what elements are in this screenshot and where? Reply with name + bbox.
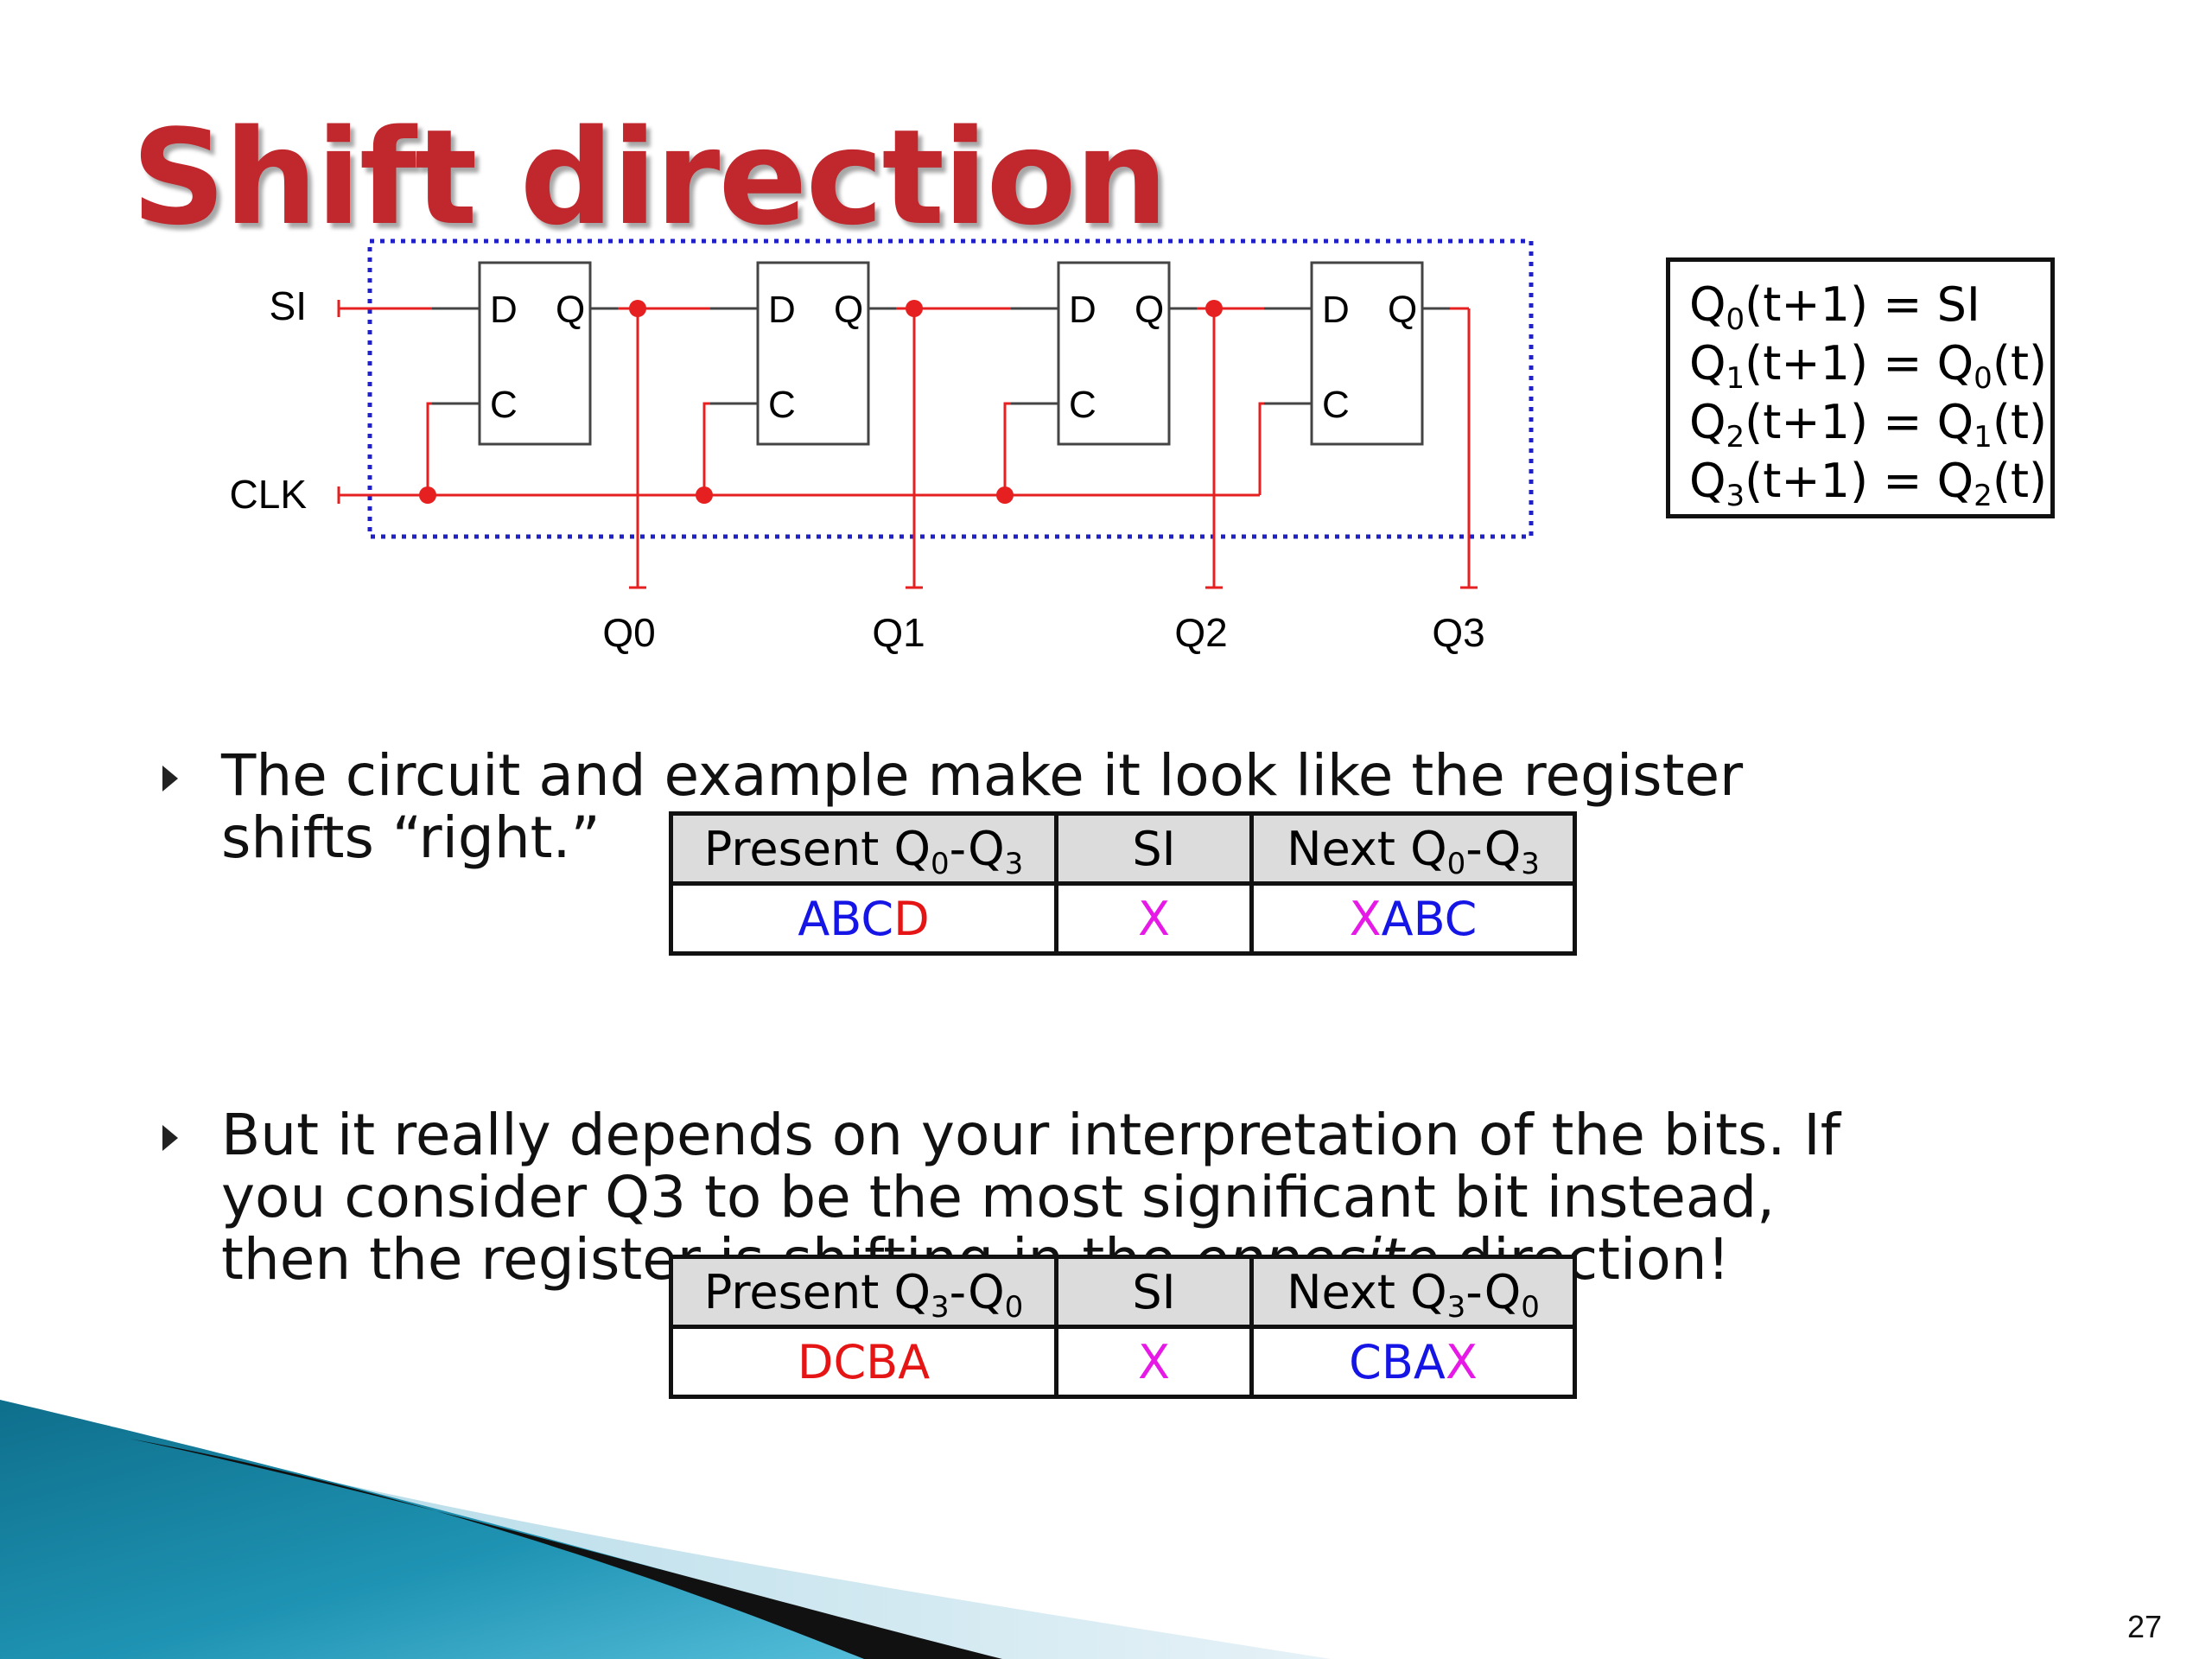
clock-branch-wire <box>1258 402 1312 495</box>
page-title: Shift direction <box>131 101 1168 254</box>
table-cell: X <box>1054 881 1254 956</box>
clock-branch-wire <box>702 402 758 495</box>
equation-line: Q0(t+1) = SI <box>1689 277 1980 337</box>
flipflop-pin-q: Q <box>556 289 585 331</box>
table-cell: X <box>1054 1325 1254 1399</box>
flipflop-pin-c: C <box>490 384 518 426</box>
flipflop-body <box>478 261 592 446</box>
output-label-q1: Q1 <box>872 610 925 655</box>
clk-input-label: CLK <box>230 472 308 517</box>
table-cell: CBAX <box>1249 1325 1577 1399</box>
flipflop-pin-d: D <box>1322 289 1350 331</box>
clk-junction-dot <box>996 486 1014 504</box>
flipflop-pin-c: C <box>1069 384 1096 426</box>
table-header-cell: Present Q0-Q3 <box>669 811 1058 886</box>
table-header-cell: Present Q3-Q0 <box>669 1255 1058 1329</box>
register-dotted-box <box>367 238 1534 539</box>
flipflop-pin-q: Q <box>1388 289 1417 331</box>
bullet-1-line-1: The circuit and example make it look lik… <box>221 742 1744 809</box>
bullet-2-line-2: you consider Q3 to be the most significa… <box>221 1164 1776 1230</box>
table-header-cell: Next Q3-Q0 <box>1249 1255 1577 1329</box>
clock-branch-wire <box>426 402 480 495</box>
table-cell: XABC <box>1249 881 1577 956</box>
flipflop-pin-d: D <box>768 289 796 331</box>
output-label-q2: Q2 <box>1174 610 1227 655</box>
equation-line: Q3(t+1) = Q2(t) <box>1689 454 2048 513</box>
page-number: 27 <box>2127 1609 2163 1644</box>
bullet-arrow-icon <box>162 1125 178 1151</box>
equation-line: Q1(t+1) = Q0(t) <box>1689 336 2048 396</box>
q-junction-dot <box>1205 300 1223 317</box>
flipflop-pin-q: Q <box>834 289 863 331</box>
flipflop-pin-c: C <box>768 384 796 426</box>
table-header-cell: SI <box>1054 1255 1254 1329</box>
clock-branch-wire <box>1003 402 1058 495</box>
swoosh-dark-band <box>130 1439 1002 1659</box>
flipflop-pin-d: D <box>490 289 518 331</box>
flipflop-pin-q: Q <box>1135 289 1164 331</box>
bullet-1-line-2: shifts “right.” <box>221 804 601 871</box>
q-junction-dot <box>906 300 923 317</box>
flipflop-pin-c: C <box>1322 384 1350 426</box>
table-cell: ABCD <box>669 881 1058 956</box>
output-label-q0: Q0 <box>602 610 655 655</box>
table-cell: DCBA <box>669 1325 1058 1399</box>
clk-junction-dot <box>696 486 713 504</box>
si-input-label: SI <box>270 283 307 328</box>
flipflop-pin-d: D <box>1069 289 1096 331</box>
table-header-cell: SI <box>1054 811 1254 886</box>
clk-junction-dot <box>419 486 436 504</box>
bullet-2-line-1: But it really depends on your interpreta… <box>221 1102 1841 1168</box>
flipflop-body <box>1310 261 1424 446</box>
table-header-cell: Next Q0-Q3 <box>1249 811 1577 886</box>
bullet-arrow-icon <box>162 766 178 791</box>
equation-line: Q2(t+1) = Q1(t) <box>1689 395 2048 454</box>
flipflop-body <box>1057 261 1171 446</box>
q-junction-dot <box>629 300 646 317</box>
junction-dots <box>419 300 1223 504</box>
flipflop-body <box>756 261 870 446</box>
output-label-q3: Q3 <box>1432 610 1484 655</box>
